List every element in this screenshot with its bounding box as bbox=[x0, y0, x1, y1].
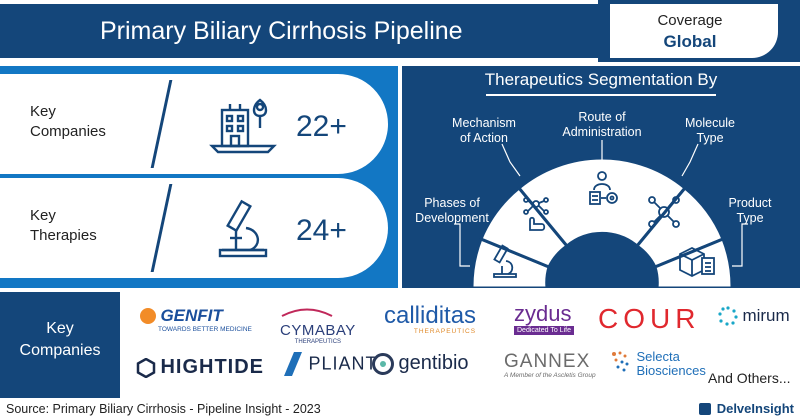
genfit-mark-icon bbox=[140, 308, 156, 324]
arc-segment-route bbox=[516, 156, 688, 249]
logo-cour: COUR bbox=[598, 303, 701, 334]
logo-cymabay: CYMABAY THERAPEUTICS bbox=[280, 304, 356, 345]
molecule-hand-icon bbox=[523, 197, 549, 231]
gentibio-mark-icon bbox=[372, 352, 394, 375]
doctor-gear-icon bbox=[589, 171, 618, 205]
segmentation-panel: Therapeutics Segmentation By bbox=[402, 66, 800, 288]
stat-divider bbox=[150, 184, 173, 272]
coverage-box: Coverage Global bbox=[610, 4, 778, 58]
segmentation-arc bbox=[454, 140, 748, 288]
companies-strip: Key Companies GENFIT TOWARDS BETTER MEDI… bbox=[0, 292, 800, 398]
logo-genfit: GENFIT TOWARDS BETTER MEDICINE bbox=[140, 306, 252, 333]
segment-label-molecule: Molecule Type bbox=[684, 116, 736, 145]
stat-label: Key Companies bbox=[30, 103, 106, 140]
stat-card-therapies: Key Therapies 24+ bbox=[0, 178, 388, 278]
footer: Source: Primary Biliary Cirrhosis - Pipe… bbox=[0, 398, 800, 420]
logo-zydus: zydus Dedicated To Life bbox=[514, 302, 574, 335]
arc-segment-product bbox=[653, 237, 734, 288]
logo-mirum: mirum bbox=[718, 306, 790, 326]
pliant-shape-icon bbox=[284, 352, 302, 376]
header: Primary Biliary Cirrhosis Pipeline Cover… bbox=[0, 0, 800, 62]
companies-label-box: Key Companies bbox=[0, 292, 120, 398]
microscope-icon bbox=[218, 199, 268, 258]
logo-calliditas: calliditas THERAPEUTICS bbox=[384, 302, 477, 336]
stat-value-therapies: 24+ bbox=[296, 214, 347, 247]
stat-label: Key Therapies bbox=[30, 207, 97, 244]
segmentation-underline bbox=[486, 94, 716, 96]
source-text: Source: Primary Biliary Cirrhosis - Pipe… bbox=[6, 402, 321, 416]
segmentation-title: Therapeutics Segmentation By bbox=[484, 70, 718, 89]
logo-hightide: HIGHTIDE bbox=[136, 356, 264, 379]
segment-label-route: Route of Administration bbox=[562, 110, 642, 139]
coverage-value: Global bbox=[663, 32, 717, 51]
logo-gentibio: gentibio bbox=[372, 352, 469, 375]
title-bar: Primary Biliary Cirrhosis Pipeline bbox=[0, 4, 598, 58]
hightide-hexagon-icon bbox=[136, 357, 156, 378]
molecule-icon bbox=[648, 196, 680, 228]
brand-logo: DelveInsight bbox=[699, 400, 794, 416]
logo-pliant: PLIANT bbox=[282, 350, 377, 378]
segment-label-product: Product Type bbox=[728, 196, 772, 225]
page-title: Primary Biliary Cirrhosis Pipeline bbox=[100, 17, 463, 45]
companies-label: Key Companies bbox=[19, 320, 101, 359]
building-location-icon bbox=[209, 98, 277, 154]
and-others-text: And Others... bbox=[708, 370, 791, 386]
logo-gannex: GANNEX A Member of the Ascletis Group bbox=[504, 351, 596, 380]
delveinsight-mark-icon bbox=[699, 402, 712, 415]
segment-label-mechanism: Mechanism of Action bbox=[452, 116, 516, 145]
logo-selecta: Selecta Biosciences bbox=[610, 350, 706, 378]
stat-value-companies: 22+ bbox=[296, 110, 347, 143]
stats-panel: Key Companies 22+ Key Therapies bbox=[0, 66, 398, 288]
microscope-icon bbox=[493, 244, 517, 278]
stat-card-companies: Key Companies 22+ bbox=[0, 74, 388, 174]
selecta-dots-icon bbox=[612, 351, 629, 372]
cymabay-swoosh-icon bbox=[281, 308, 333, 317]
stat-divider bbox=[150, 80, 173, 168]
segment-label-phases: Phases of Development bbox=[415, 196, 489, 225]
mirum-dots-icon bbox=[718, 306, 738, 326]
coverage-label: Coverage bbox=[657, 12, 723, 29]
box-clipboard-icon bbox=[679, 246, 715, 278]
